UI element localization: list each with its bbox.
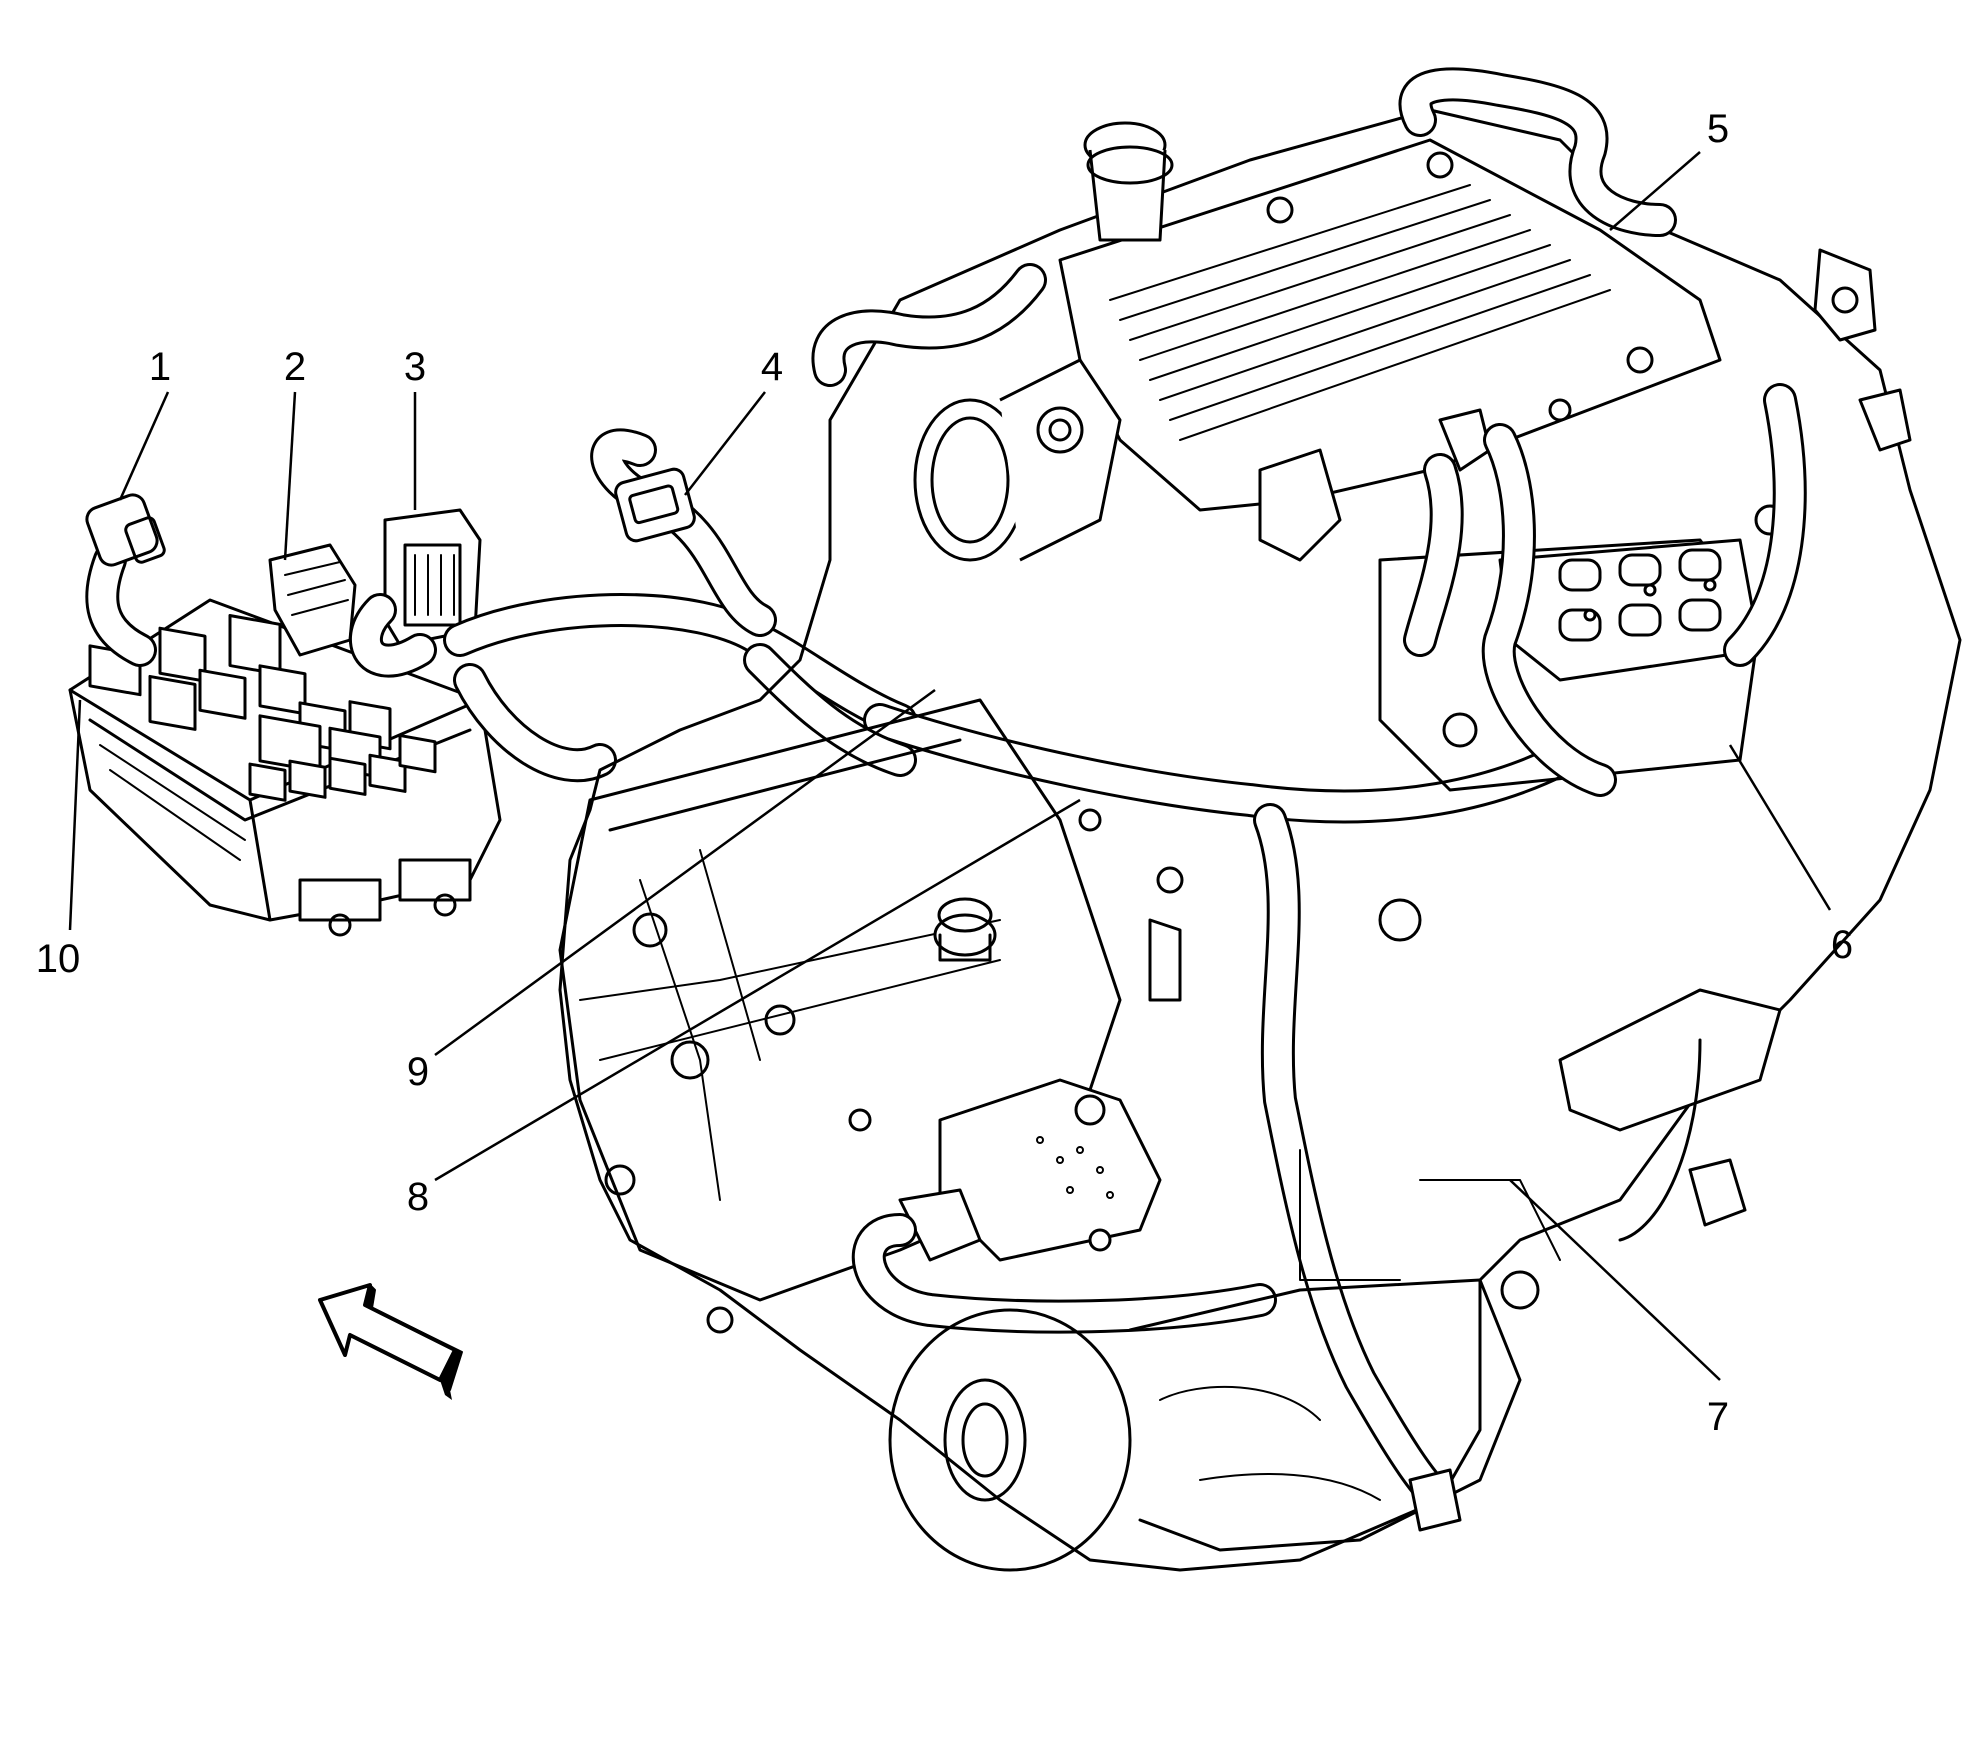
valve-body-solenoids xyxy=(1442,504,1786,748)
front-direction-arrow-icon xyxy=(318,1283,463,1400)
engine-assembly xyxy=(558,67,1962,1572)
callout-10: 10 xyxy=(36,937,81,981)
leader-4 xyxy=(684,391,766,496)
callout-5: 5 xyxy=(1707,107,1729,151)
callout-4: 4 xyxy=(761,345,783,389)
leader-10 xyxy=(68,699,82,931)
throttle-body xyxy=(913,358,1122,562)
callout-6: 6 xyxy=(1831,923,1853,967)
torque-converter-housing xyxy=(888,1308,1132,1572)
oil-filler-cap xyxy=(1083,121,1174,242)
connector-2 xyxy=(268,543,357,657)
leader-1 xyxy=(118,391,170,501)
callout-9: 9 xyxy=(407,1050,429,1094)
leader-6 xyxy=(1728,744,1832,911)
callout-3: 3 xyxy=(404,345,426,389)
leader-lines xyxy=(68,151,1832,1381)
callout-1: 1 xyxy=(149,345,171,389)
callout-8: 8 xyxy=(407,1175,429,1219)
fuse-relay-block xyxy=(68,598,502,937)
leader-7 xyxy=(1509,1179,1721,1381)
trans-fill-cap xyxy=(933,897,997,962)
range-selector-switch xyxy=(898,1078,1162,1262)
connector-1 xyxy=(85,493,166,667)
harness-trunk xyxy=(443,593,1577,824)
callout-7: 7 xyxy=(1707,1395,1729,1439)
connector-3 xyxy=(348,508,482,678)
leader-5 xyxy=(1609,151,1701,231)
leader-9 xyxy=(434,688,936,1057)
connector-4 xyxy=(590,428,777,637)
callout-2: 2 xyxy=(284,345,306,389)
callout-labels: 1 2 3 4 5 6 7 8 9 10 xyxy=(36,107,1853,1439)
leader-8 xyxy=(434,798,1081,1182)
leader-2 xyxy=(283,391,297,561)
